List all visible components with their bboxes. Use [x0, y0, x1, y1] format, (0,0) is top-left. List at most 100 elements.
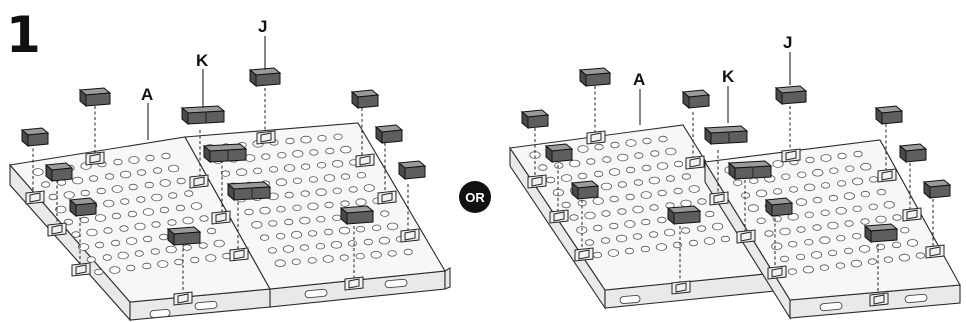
- plate-hole: [810, 251, 823, 259]
- plate-hole: [333, 133, 343, 140]
- plate-hole: [190, 202, 202, 210]
- plate-hole: [642, 137, 652, 145]
- plate-hole: [317, 134, 327, 142]
- or-badge: OR: [459, 181, 491, 213]
- connector-block: [863, 223, 899, 244]
- label-k-left: K: [196, 51, 209, 70]
- plate-hole: [89, 175, 99, 182]
- connector-block: [764, 197, 794, 218]
- plate-hole: [151, 221, 161, 228]
- plate-hole: [143, 235, 153, 243]
- plate-hole: [772, 160, 784, 168]
- plate-hole: [307, 230, 318, 237]
- plate-hole: [386, 222, 399, 231]
- plate-hole: [159, 206, 169, 214]
- clip-bracket: [47, 222, 67, 237]
- plate-hole: [221, 170, 231, 177]
- clip-bracket: [173, 291, 193, 306]
- plate-hole: [340, 200, 350, 207]
- plate-hole: [625, 166, 636, 174]
- plate-hole: [561, 201, 571, 209]
- plate-hole: [593, 224, 603, 232]
- plate-hole: [300, 163, 311, 170]
- plate-hole: [658, 135, 668, 143]
- clip-bracket: [736, 229, 756, 244]
- plate-hole: [207, 227, 217, 235]
- plate-hole: [892, 214, 902, 221]
- plate-hole: [175, 204, 185, 212]
- clip-bracket: [85, 151, 105, 166]
- plate-hole: [787, 268, 798, 275]
- plate-hole: [153, 167, 163, 174]
- plate-hole: [322, 255, 334, 263]
- clip-bracket: [355, 153, 375, 168]
- plate-hole: [680, 227, 691, 234]
- plate-hole: [86, 256, 96, 263]
- plate-hole: [788, 186, 799, 193]
- plate-hole: [363, 238, 373, 246]
- plate-hole: [688, 185, 700, 193]
- plate-hole: [292, 150, 304, 158]
- label-j-right: J: [783, 33, 792, 52]
- plate-hole: [843, 192, 856, 200]
- plate-hole: [213, 239, 225, 248]
- plate-hole: [95, 241, 105, 249]
- plate-hole: [733, 179, 743, 186]
- clip-bracket: [256, 130, 276, 145]
- plate-hole: [812, 196, 823, 204]
- plate-hole: [380, 210, 390, 217]
- plate-hole: [282, 245, 294, 253]
- step-number: 1: [6, 6, 41, 64]
- plate-hole: [276, 205, 286, 213]
- plate-hole: [665, 175, 676, 182]
- connector-block: [397, 160, 427, 181]
- plate-hole: [819, 264, 830, 271]
- plate-hole: [795, 198, 808, 206]
- connector-block: [666, 205, 702, 226]
- plate-hole: [560, 174, 573, 182]
- connector-block: [20, 127, 50, 148]
- plate-hole: [275, 178, 287, 187]
- plate-hole: [648, 231, 659, 238]
- plate-hole: [812, 224, 822, 231]
- plate-hole: [284, 191, 294, 199]
- plate-hole: [316, 161, 327, 169]
- plate-hole: [787, 213, 799, 221]
- clip-bracket: [685, 155, 705, 170]
- plate-hole: [586, 158, 596, 165]
- plate-hole: [268, 166, 279, 173]
- plate-hole: [144, 181, 154, 189]
- plate-hole: [577, 172, 588, 180]
- plate-hole: [340, 145, 352, 154]
- plate-hole: [111, 239, 121, 247]
- plate-hole: [648, 176, 661, 185]
- plate-hole: [827, 249, 838, 257]
- plate-hole: [190, 256, 200, 264]
- plate-hole: [332, 187, 342, 194]
- plate-hole: [860, 162, 872, 171]
- plate-hole: [820, 182, 831, 189]
- plate-hole: [836, 234, 846, 242]
- plate-hole: [48, 193, 58, 201]
- plate-hole: [634, 152, 644, 159]
- clip-bracket: [767, 265, 787, 280]
- plate-hole: [150, 248, 160, 255]
- plate-hole: [688, 239, 699, 247]
- plate-hole: [340, 173, 350, 180]
- plate-hole: [323, 174, 335, 182]
- plate-hole: [55, 205, 67, 214]
- plate-hole: [174, 258, 184, 266]
- plate-hole: [705, 210, 715, 218]
- plate-hole: [860, 190, 871, 198]
- connector-block: [578, 67, 612, 88]
- plate-hole: [820, 154, 832, 162]
- plate-hole: [655, 243, 668, 251]
- connector-block: [339, 205, 375, 226]
- plate-hole: [657, 216, 667, 224]
- plate-hole: [339, 254, 349, 261]
- plate-hole: [142, 262, 152, 270]
- plate-hole: [267, 247, 277, 254]
- plate-hole: [323, 228, 334, 236]
- plate-hole: [307, 257, 317, 264]
